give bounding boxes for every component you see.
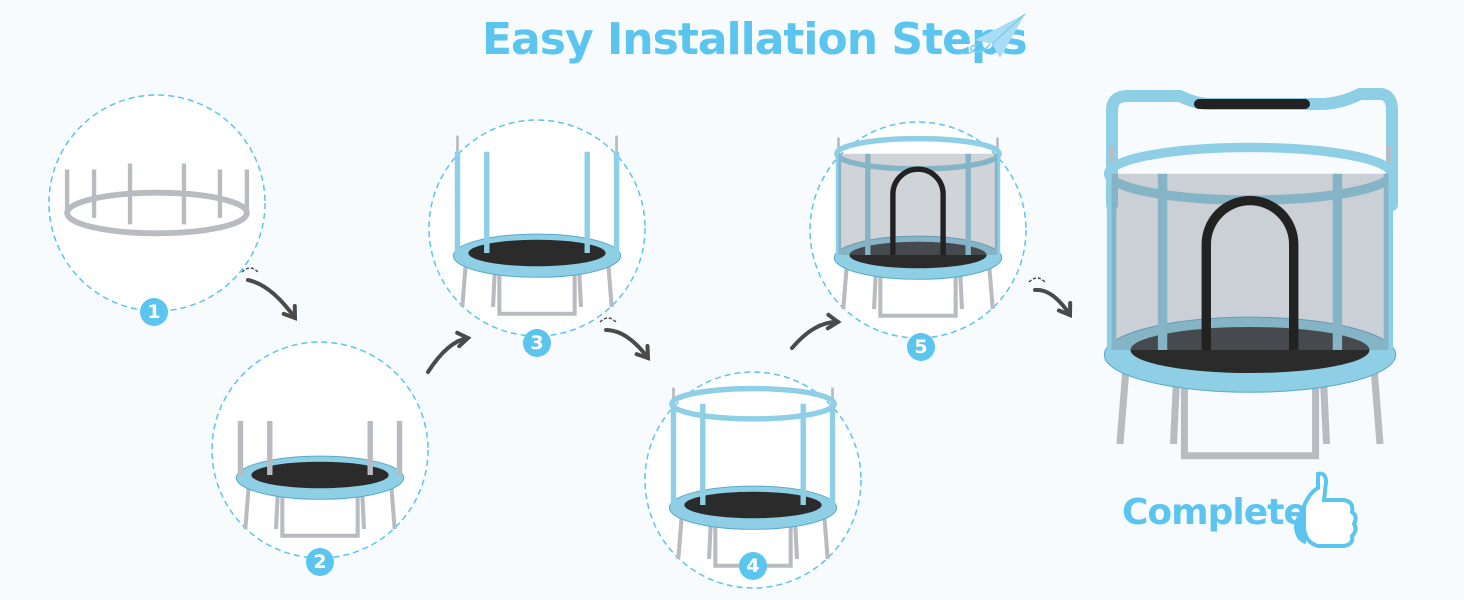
step-1-illustration <box>48 94 266 312</box>
step-circle <box>644 371 862 589</box>
complete-label: Complete <box>1122 492 1308 533</box>
step-circle <box>211 341 429 559</box>
step-circle <box>428 119 646 337</box>
curved-arrow-icon <box>790 312 842 350</box>
step-circle <box>48 94 266 312</box>
curved-arrow-icon <box>599 317 651 361</box>
page-title: Easy Installation Steps <box>482 14 1028 65</box>
step-4-illustration <box>644 371 862 589</box>
step-5-badge: 5 <box>907 333 935 361</box>
curved-arrow-icon <box>426 330 472 374</box>
step-5-illustration <box>809 121 1027 339</box>
step-3-badge: 3 <box>523 329 551 357</box>
curved-arrow-icon <box>1028 277 1073 318</box>
step-4-badge: 4 <box>739 552 767 580</box>
step-circle <box>809 121 1027 339</box>
step-2-illustration <box>211 341 429 559</box>
step-3-illustration <box>428 119 646 337</box>
paper-plane-icon <box>959 13 1026 58</box>
step-1-badge: 1 <box>140 298 168 326</box>
step-2-badge: 2 <box>306 548 334 576</box>
curved-arrow-icon <box>241 267 298 321</box>
complete-trampoline-illustration <box>1103 88 1398 460</box>
thumbs-up-icon <box>1294 471 1358 548</box>
